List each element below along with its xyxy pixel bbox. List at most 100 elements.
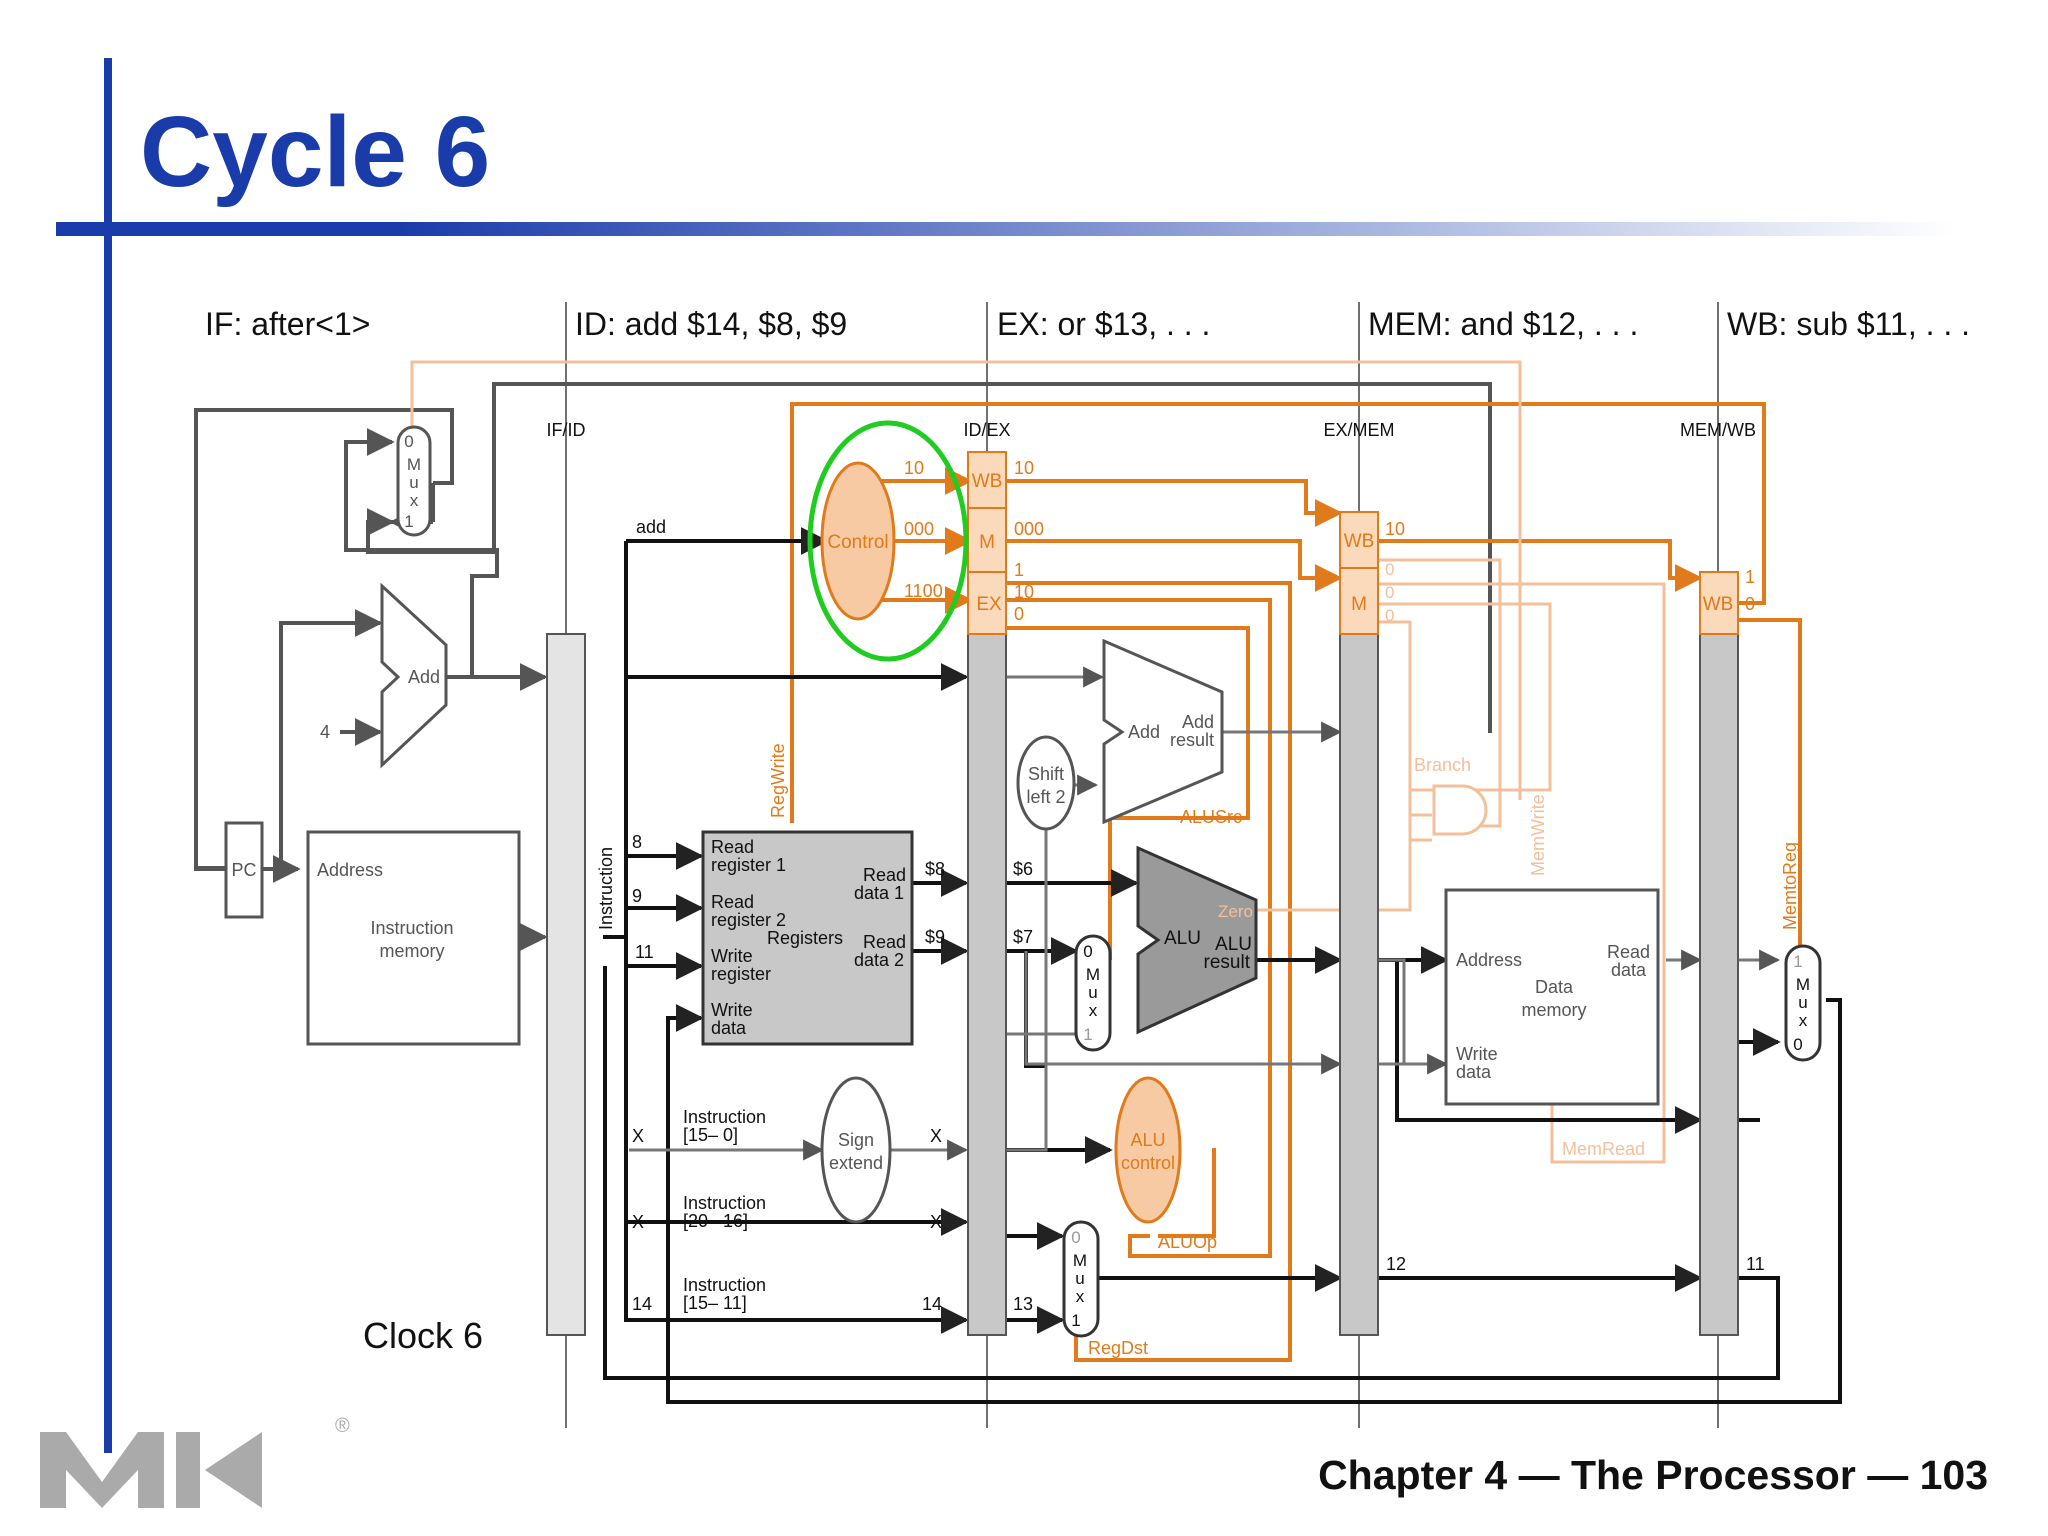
read-data2-l1: Read: [863, 932, 906, 952]
stage-label-mem: MEM: and $12, . . .: [1368, 306, 1638, 342]
exmem-wb-value: 10: [1385, 519, 1405, 539]
read-reg1-l1: Read: [711, 837, 754, 857]
branch-and-gate: [1432, 784, 1488, 836]
idex-ex-field: [967, 571, 1007, 635]
instr-field2-l2: [15– 11]: [683, 1293, 747, 1313]
branch-adder-result-l2: result: [1170, 730, 1214, 750]
imem-address-label: Address: [317, 860, 383, 880]
shift-left-l1: Shift: [1028, 764, 1064, 784]
branch-adder-result-l1: Add: [1182, 712, 1214, 732]
rt-out-value: X: [930, 1212, 942, 1232]
alu-mux-sel-0: 0: [1083, 942, 1092, 961]
control-highlight-circle: [807, 420, 969, 662]
control-label: Control: [827, 532, 888, 553]
pc-register: [224, 821, 264, 919]
ctrl-wb-value: 10: [904, 458, 924, 478]
dmem-label-l2: memory: [1521, 1000, 1586, 1020]
reg-write-signal: RegWrite: [768, 743, 788, 818]
write-reg-l2: register: [711, 964, 771, 984]
registers-label: Registers: [767, 928, 843, 948]
memwb-wb-label: WB: [1703, 594, 1734, 615]
pc-mux-x: x: [410, 491, 419, 510]
light-control-wires: [410, 360, 1666, 1164]
alu-mux-sel-1: 1: [1083, 1025, 1092, 1044]
exmem-m-value-2: 0: [1385, 606, 1394, 625]
exmem-wb-label: WB: [1344, 531, 1375, 552]
idex-wb-label: WB: [972, 471, 1003, 492]
regdst-mux-sel-1: 1: [1071, 1311, 1080, 1330]
ifid-register: [546, 633, 586, 1336]
alu-result-l2: result: [1204, 952, 1251, 973]
ctrl-ex-value: 1100: [904, 581, 943, 601]
rs-value: 8: [632, 832, 642, 852]
mem-dest-value: 12: [1386, 1254, 1406, 1274]
rt-in-value: X: [632, 1212, 644, 1232]
branch-feedback-wire: [366, 382, 1492, 733]
instruction-bus-label: Instruction: [596, 847, 616, 930]
shift-left-l2: left 2: [1026, 787, 1065, 807]
ifid-label: IF/ID: [547, 420, 586, 440]
branch-adder-label: Add: [1128, 722, 1160, 742]
alu: [1136, 845, 1258, 1035]
control-unit: [820, 461, 896, 621]
instruction-memory: [306, 830, 521, 1046]
read-data1-l2: data 1: [854, 883, 904, 903]
alu-result-l1: ALU: [1215, 934, 1252, 955]
alu-src-signal: ALUSrc: [1180, 807, 1242, 827]
rd-in-value: 14: [632, 1294, 652, 1314]
pc-loop-wire: [196, 866, 226, 870]
read-data2-l2: data 2: [854, 950, 904, 970]
logo-registered-mark: ®: [335, 1415, 350, 1437]
instr-field0-l2: [15– 0]: [683, 1125, 738, 1145]
imem-label-line2: memory: [379, 941, 444, 961]
reg-dst-mux: [1062, 1220, 1100, 1338]
instr-field1-l2: [20– 16]: [683, 1211, 748, 1231]
alu-label: ALU: [1164, 928, 1201, 949]
idex-wb-value: 10: [1014, 458, 1034, 478]
read-reg1-l2: register 1: [711, 855, 786, 875]
memwb-register: [1699, 633, 1739, 1336]
dmem-read-l2: data: [1611, 960, 1647, 980]
reg-dst-signal: RegDst: [1088, 1338, 1148, 1358]
pc-label: PC: [231, 860, 256, 880]
memwb-wb-field: [1699, 571, 1739, 635]
slide-footer: Chapter 4 — The Processor — 103: [1318, 1452, 1988, 1498]
exmem-m-field: [1339, 567, 1379, 635]
write-data-l1: Write: [711, 1000, 753, 1020]
regdst-mux-m: M: [1073, 1251, 1087, 1270]
rd-out-value: 14: [922, 1294, 942, 1314]
regdst-mux-u: u: [1075, 1269, 1084, 1288]
wb-mux-sel-0: 0: [1793, 1035, 1802, 1054]
const-four: 4: [320, 722, 330, 742]
write-data-l2: data: [711, 1018, 747, 1038]
wb-dest-value: 11: [1746, 1254, 1765, 1274]
sign-extend-l2: extend: [829, 1153, 883, 1173]
exmem-m-label: M: [1351, 594, 1367, 615]
instr-field0-l1: Instruction: [683, 1107, 766, 1127]
clock-label: Clock 6: [363, 1315, 484, 1356]
rt-value: 9: [632, 886, 642, 906]
idex-m-label: M: [979, 532, 995, 553]
exmem-m-value-0: 0: [1385, 560, 1394, 579]
read-reg2-l1: Read: [711, 892, 754, 912]
idex-m-value: 000: [1014, 519, 1044, 539]
memwb-wb-value-1: 0: [1745, 594, 1755, 614]
dmem-write-l2: data: [1456, 1062, 1492, 1082]
opcode-label: add: [636, 517, 666, 537]
ex-dest-value: 13: [1013, 1294, 1033, 1314]
alu-mux-x: x: [1089, 1001, 1098, 1020]
stage-label-ex: EX: or $13, . . .: [997, 306, 1210, 342]
mem-to-reg-mux: [1784, 944, 1822, 1062]
pc-mux-sel-1: 1: [404, 512, 413, 531]
branch-adder: [1102, 638, 1224, 825]
stage-label-wb: WB: sub $11, . . .: [1727, 306, 1970, 342]
regdst-mux-sel-0: 0: [1071, 1228, 1080, 1247]
sign-in-value: X: [632, 1126, 644, 1146]
zero-signal: Zero: [1218, 902, 1253, 921]
ctrl-m-value: 000: [904, 519, 934, 539]
sign-extend-unit: [820, 1076, 892, 1224]
pc-mux-sel-0: 0: [404, 432, 413, 451]
pc-adder: [380, 582, 448, 769]
reg7-value: $7: [1013, 927, 1033, 947]
